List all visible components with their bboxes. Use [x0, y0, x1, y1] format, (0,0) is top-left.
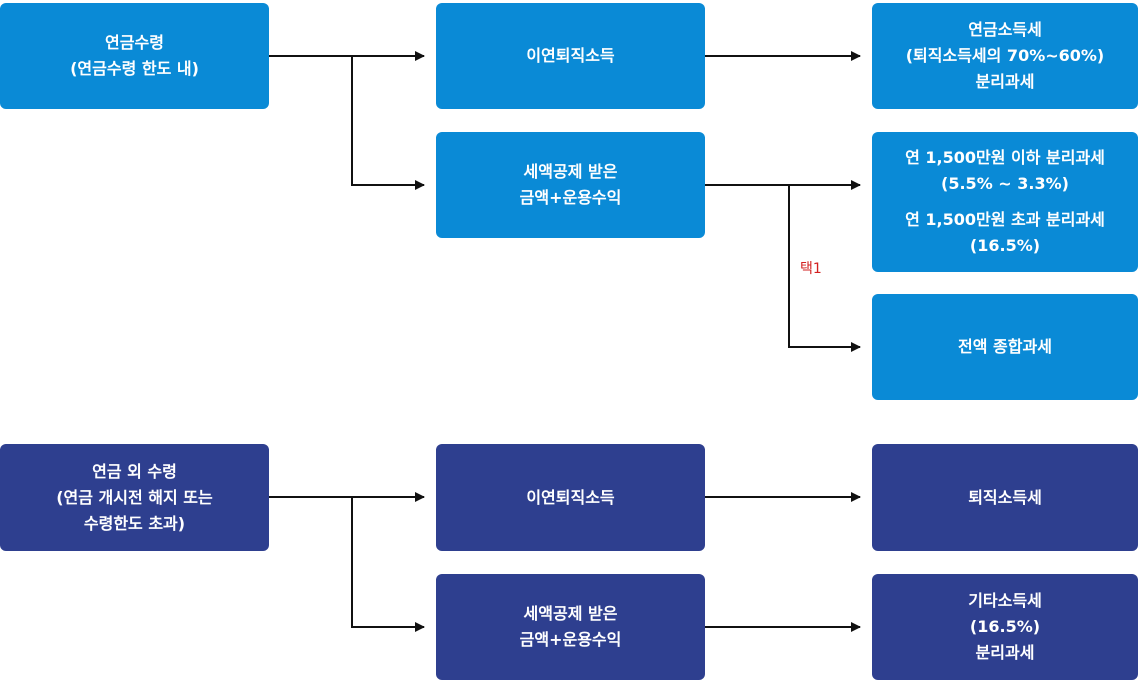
global-tax-box: 전액 종합과세 — [872, 294, 1138, 400]
choose-one-label: 택1 — [800, 261, 822, 277]
non-pension-deferred-income-box: 이연퇴직소득 — [436, 444, 705, 551]
pension-deferred-income-label: 이연퇴직소득 — [526, 46, 615, 65]
other-income-tax-line-2: (16.5%) — [969, 617, 1041, 636]
pension-receipt-line-2: (연금수령 한도 내) — [70, 59, 199, 78]
retirement-income-tax-box: 퇴직소득세 — [872, 444, 1138, 551]
non-pension-deductible-line-2: 금액+운용수익 — [519, 630, 622, 649]
separate-tax-small-line-1: 연 1,500만원 이하 분리과세 — [905, 148, 1105, 167]
pension-deferred-income-box: 이연퇴직소득 — [436, 3, 705, 109]
global-tax-label: 전액 종합과세 — [958, 337, 1052, 356]
non-pension-receipt-line-2: (연금 개시전 해지 또는 — [56, 487, 213, 507]
pension-deductible-line-1: 세액공제 받은 — [523, 162, 618, 181]
other-income-tax-box: 기타소득세 (16.5%) 분리과세 — [872, 574, 1138, 680]
pension-income-tax-box: 연금소득세 (퇴직소득세의 70%~60%) 분리과세 — [872, 3, 1138, 109]
non-pension-receipt-line-3: 수령한도 초과) — [83, 513, 186, 533]
separate-tax-large-line-2: (16.5%) — [969, 236, 1041, 255]
pension-income-tax-line-1: 연금소득세 — [968, 20, 1042, 39]
separate-tax-box: 연 1,500만원 이하 분리과세 (5.5% ~ 3.3%) 연 1,500만… — [872, 132, 1138, 272]
non-pension-deferred-income-label: 이연퇴직소득 — [526, 487, 615, 507]
pension-income-tax-line-2: (퇴직소득세의 70%~60%) — [905, 46, 1105, 65]
pension-income-tax-line-3: 분리과세 — [975, 72, 1035, 91]
pension-receipt-line-1: 연금수령 — [105, 33, 164, 52]
separate-tax-small-line-2: (5.5% ~ 3.3%) — [941, 174, 1069, 193]
non-pension-receipt-box: 연금 외 수령 (연금 개시전 해지 또는 수령한도 초과) — [0, 444, 269, 551]
non-pension-deductible-line-1: 세액공제 받은 — [523, 604, 618, 623]
retirement-income-tax-label: 퇴직소득세 — [968, 487, 1042, 507]
pension-receipt-box: 연금수령 (연금수령 한도 내) — [0, 3, 269, 109]
non-pension-deductible-box: 세액공제 받은 금액+운용수익 — [436, 574, 705, 680]
pension-deductible-box: 세액공제 받은 금액+운용수익 — [436, 132, 705, 238]
separate-tax-large-line-1: 연 1,500만원 초과 분리과세 — [905, 210, 1105, 229]
pension-deductible-line-2: 금액+운용수익 — [519, 188, 622, 207]
other-income-tax-line-1: 기타소득세 — [968, 591, 1042, 610]
non-pension-receipt-line-1: 연금 외 수령 — [92, 461, 177, 481]
other-income-tax-line-3: 분리과세 — [975, 643, 1035, 662]
